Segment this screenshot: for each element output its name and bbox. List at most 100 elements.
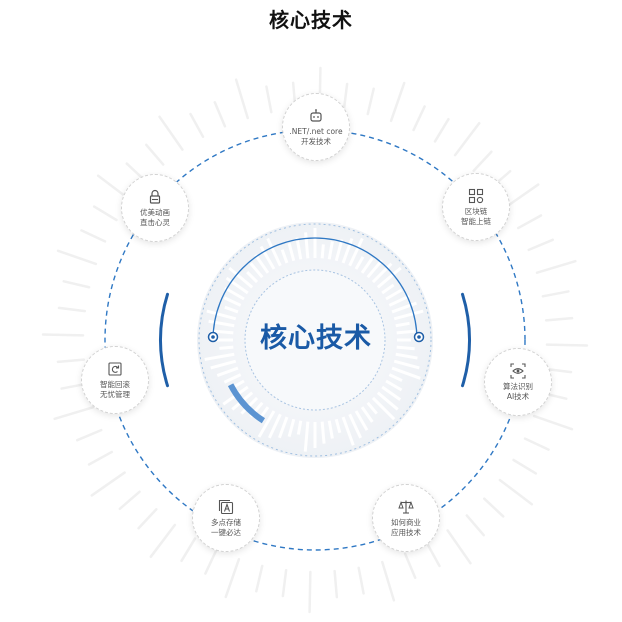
decorative-ray xyxy=(180,537,197,563)
decorative-ray xyxy=(389,81,406,123)
left-marker-core xyxy=(211,335,215,339)
radial-bar xyxy=(354,256,365,270)
decorative-ray xyxy=(357,566,365,595)
decorative-ray xyxy=(465,514,486,537)
decorative-ray xyxy=(57,306,87,313)
node-ai[interactable]: 算法识别 AI技术 xyxy=(484,348,552,416)
decorative-ray xyxy=(149,523,177,559)
radial-bar xyxy=(204,352,235,361)
node-label-line2: 直击心灵 xyxy=(140,217,170,227)
node-netcore[interactable]: .NET/.net core 开发技术 xyxy=(282,93,350,161)
radial-bar xyxy=(381,385,402,401)
radial-bar xyxy=(393,359,420,370)
outer-dashed-ring xyxy=(104,129,526,551)
eye-scan-icon xyxy=(510,362,526,379)
radial-bar xyxy=(278,416,289,439)
decorative-ray xyxy=(545,343,589,347)
decorative-ray xyxy=(516,214,543,230)
radial-bar xyxy=(320,421,326,444)
decorative-ray xyxy=(483,497,505,518)
decorative-ray xyxy=(381,560,396,602)
decorative-ray xyxy=(446,529,472,565)
radial-bar xyxy=(396,345,415,351)
radial-bar xyxy=(211,329,234,335)
node-label-line1: 算法识别 xyxy=(503,381,533,391)
radial-bar xyxy=(360,257,374,274)
node-label-line1: 优美动画 xyxy=(140,207,170,217)
radial-bar xyxy=(225,276,249,295)
decorative-ray xyxy=(308,570,312,614)
core-circle xyxy=(244,269,386,411)
radial-bar xyxy=(304,232,310,259)
decorative-ray xyxy=(532,414,574,431)
node-label-line2: 智能上链 xyxy=(461,216,491,226)
decorative-ray xyxy=(92,205,118,222)
decorative-ray xyxy=(512,458,538,475)
radial-bar xyxy=(210,359,237,370)
radial-bar xyxy=(287,418,296,437)
blocks-icon xyxy=(468,188,484,204)
node-blockchain[interactable]: 区块链 智能上链 xyxy=(442,173,510,241)
decorative-ray xyxy=(412,105,426,132)
node-label-line1: 智能回滚 xyxy=(100,379,130,389)
radial-bar xyxy=(259,245,276,270)
decorative-ray xyxy=(403,552,417,579)
decorative-ray xyxy=(53,406,95,421)
node-label-line2: 一键必达 xyxy=(211,527,241,537)
decorative-ray xyxy=(137,508,158,530)
node-label-line1: 如何商业 xyxy=(391,517,421,527)
decorative-ray xyxy=(504,183,540,209)
radial-bar xyxy=(246,271,259,284)
decorative-ray xyxy=(158,115,184,151)
node-label-line2: 开发技术 xyxy=(301,136,331,146)
radial-bar xyxy=(366,401,378,415)
radial-bar xyxy=(224,286,245,301)
decorative-ray xyxy=(80,229,107,243)
decorative-ray xyxy=(76,428,103,442)
decorative-ray xyxy=(41,333,85,337)
radial-bar xyxy=(396,329,415,335)
radial-bar xyxy=(334,418,342,434)
decorative-ray xyxy=(433,117,450,143)
radial-bar xyxy=(341,238,354,264)
decorative-ray xyxy=(366,87,375,116)
decorative-ray xyxy=(265,85,273,114)
radial-bar xyxy=(376,266,402,289)
node-rollback[interactable]: 智能回滚 无忧管理 xyxy=(81,346,149,414)
decorative-ray xyxy=(535,259,577,274)
radial-bar xyxy=(266,237,282,267)
decorative-ray xyxy=(453,121,481,157)
center-title: 核心技术 xyxy=(260,323,372,354)
page-title: 核心技术 xyxy=(269,8,353,32)
right-bracket-arc xyxy=(461,292,472,388)
node-business[interactable]: 如何商业 应用技术 xyxy=(372,484,440,552)
radial-bar xyxy=(223,296,242,307)
radial-bar xyxy=(303,421,310,452)
progress-arc-top xyxy=(212,237,418,341)
node-ui[interactable]: 优美动画 直击心灵 xyxy=(121,174,189,242)
decorative-ray xyxy=(90,471,126,497)
radial-bar xyxy=(320,244,325,259)
right-marker-core xyxy=(417,335,421,339)
decorative-ray xyxy=(87,450,114,466)
radial-bar xyxy=(341,416,355,446)
decorative-ray xyxy=(204,548,218,575)
radial-bar xyxy=(249,262,264,279)
radial-bar xyxy=(381,283,395,295)
radial-bar xyxy=(366,259,383,279)
radial-bar xyxy=(360,406,374,423)
radial-bar xyxy=(371,396,396,421)
radial-bar xyxy=(267,413,282,439)
node-label-line1: 区块链 xyxy=(464,206,488,216)
decorative-ray xyxy=(425,541,441,568)
node-label-line2: AI技术 xyxy=(506,391,530,401)
decorative-ray xyxy=(523,437,550,451)
radial-bar xyxy=(280,249,289,264)
robot-icon xyxy=(308,108,324,124)
radial-bar xyxy=(296,420,303,435)
node-label-line1: 多点存储 xyxy=(211,517,241,527)
node-storage[interactable]: 多点存储 一键必达 xyxy=(192,484,260,552)
radial-bar xyxy=(354,410,369,431)
decorative-ray xyxy=(56,249,98,266)
